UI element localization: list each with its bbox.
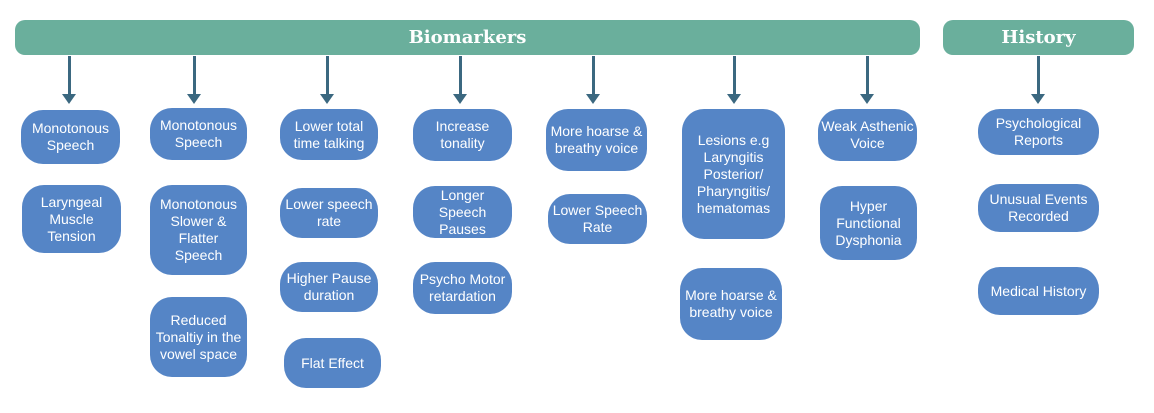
node-hyper-functional-dysphonia: Hyper Functional Dysphonia <box>820 186 917 260</box>
arrow-column-7 <box>860 56 874 104</box>
node-higher-pause-duration: Higher Pause duration <box>280 262 378 312</box>
history-title: History <box>1001 27 1076 48</box>
node-more-hoarse-breathy-voice-2: More hoarse & breathy voice <box>680 268 782 340</box>
node-monotonous-slower-flatter-speech: Monotonous Slower & Flatter Speech <box>150 185 247 275</box>
node-monotonous-speech-2: Monotonous Speech <box>150 108 247 160</box>
node-psychological-reports: Psychological Reports <box>978 109 1099 155</box>
node-monotonous-speech: Monotonous Speech <box>21 110 120 164</box>
node-lower-total-time-talking: Lower total time talking <box>280 109 378 160</box>
node-unusual-events-recorded: Unusual Events Recorded <box>978 184 1099 232</box>
arrow-column-2 <box>187 56 201 104</box>
arrow-column-6 <box>727 56 741 104</box>
node-lower-speech-rate-2: Lower Speech Rate <box>548 194 647 244</box>
node-more-hoarse-breathy-voice: More hoarse & breathy voice <box>546 109 647 171</box>
biomarkers-title: Biomarkers <box>408 27 527 48</box>
node-lower-speech-rate: Lower speech rate <box>280 188 378 238</box>
arrow-column-1 <box>62 56 76 104</box>
arrow-history <box>1031 56 1045 104</box>
arrow-column-4 <box>453 56 467 104</box>
arrow-column-3 <box>320 56 334 104</box>
node-reduced-tonality: Reduced Tonaltiy in the vowel space <box>150 297 247 377</box>
node-laryngeal-muscle-tension: Laryngeal Muscle Tension <box>22 185 121 253</box>
biomarkers-header: Biomarkers <box>15 20 920 55</box>
node-increase-tonality: Increase tonality <box>413 109 512 161</box>
node-longer-speech-pauses: Longer Speech Pauses <box>413 186 512 238</box>
node-weak-asthenic-voice: Weak Asthenic Voice <box>818 109 917 161</box>
node-flat-effect: Flat Effect <box>284 338 381 388</box>
node-lesions: Lesions e.g Laryngitis Posterior/ Pharyn… <box>682 109 785 239</box>
node-medical-history: Medical History <box>978 267 1099 315</box>
arrow-column-5 <box>586 56 600 104</box>
history-header: History <box>943 20 1134 55</box>
node-psycho-motor-retardation: Psycho Motor retardation <box>413 262 512 314</box>
